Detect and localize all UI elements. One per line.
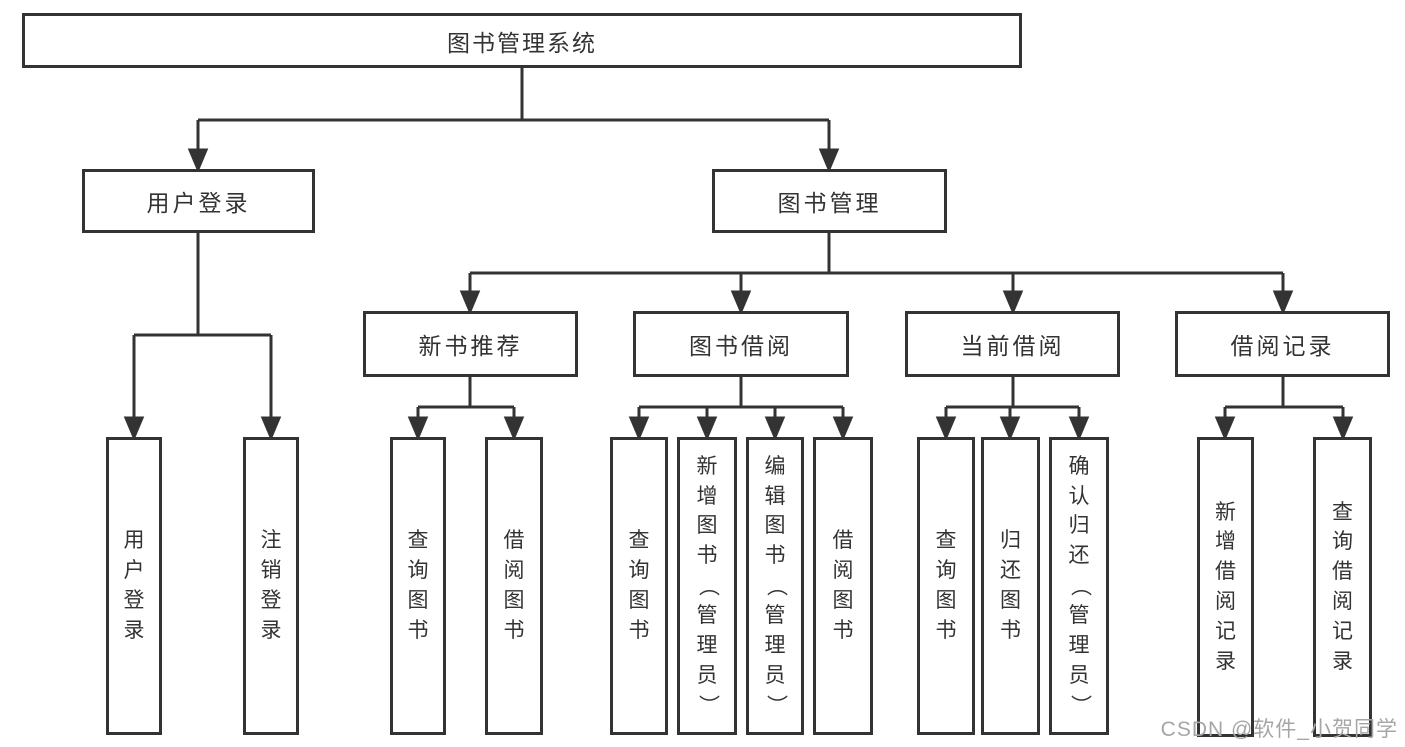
leaf-edit-books-admin: 编辑图书（管理员）	[746, 437, 804, 735]
node-label: 借阅记录	[1230, 333, 1335, 359]
node-label: 用户登录	[123, 529, 145, 642]
node-label: 查询图书	[628, 529, 650, 642]
node-label: 确认归还（管理员）	[1067, 454, 1091, 716]
arrow-down-icon	[1068, 416, 1090, 441]
leaf-logout: 注销登录	[243, 437, 299, 735]
leaf-confirm-return-admin: 确认归还（管理员）	[1049, 437, 1109, 735]
arrow-down-icon	[260, 416, 282, 441]
node-label: 编辑图书（管理员）	[763, 454, 787, 716]
node-label: 查询图书	[935, 529, 957, 642]
arrow-down-icon	[123, 416, 145, 441]
node-label: 查询图书	[407, 529, 429, 642]
arrow-down-icon	[999, 416, 1021, 441]
leaf-borrow-books: 借阅图书	[813, 437, 873, 735]
leaf-borrow-books-recommend: 借阅图书	[485, 437, 543, 735]
leaf-query-borrow-record: 查询借阅记录	[1313, 437, 1372, 737]
node-label: 借阅图书	[832, 529, 854, 642]
connector-user-login-to-leaves	[123, 233, 282, 441]
csdn-watermark: CSDN @软件_小贺同学	[1160, 718, 1398, 741]
arrow-down-icon	[818, 148, 840, 173]
node-label: 归还图书	[1000, 529, 1021, 642]
arrow-down-icon	[696, 416, 718, 441]
node-label: 借阅图书	[503, 529, 525, 642]
node-new-book-recommend: 新书推荐	[363, 311, 578, 377]
arrow-down-icon	[459, 290, 481, 315]
arrow-down-icon	[1332, 416, 1354, 441]
node-root-system: 图书管理系统	[22, 13, 1022, 68]
arrow-down-icon	[187, 148, 209, 173]
node-book-borrow: 图书借阅	[633, 311, 849, 377]
node-label: 当前借阅	[960, 333, 1065, 359]
node-label: 注销登录	[260, 529, 282, 642]
arrow-down-icon	[832, 416, 854, 441]
connector-borrow-record-to-leaves	[1214, 377, 1354, 441]
node-borrow-record: 借阅记录	[1175, 311, 1390, 377]
arrow-down-icon	[764, 416, 786, 441]
arrow-down-icon	[1002, 290, 1024, 315]
connector-root-to-level2	[187, 68, 840, 173]
arrow-down-icon	[935, 416, 957, 441]
node-label: 新增借阅记录	[1215, 500, 1236, 673]
connector-current-borrow-to-leaves	[935, 377, 1090, 441]
leaf-add-books-admin: 新增图书（管理员）	[677, 437, 737, 735]
connector-book-mgmt-to-level3	[459, 233, 1294, 315]
node-label: 图书管理	[777, 190, 882, 216]
leaf-user-login: 用户登录	[106, 437, 162, 735]
arrow-down-icon	[1272, 290, 1294, 315]
arrow-down-icon	[503, 416, 525, 441]
leaf-query-books-current: 查询图书	[917, 437, 975, 735]
node-label: 图书管理系统	[447, 29, 597, 56]
connector-new-book-to-leaves	[407, 377, 525, 441]
leaf-query-books-recommend: 查询图书	[390, 437, 446, 735]
leaf-add-borrow-record: 新增借阅记录	[1197, 437, 1254, 737]
node-label: 图书借阅	[689, 333, 793, 359]
node-book-management: 图书管理	[712, 169, 947, 233]
leaf-query-books-borrow: 查询图书	[610, 437, 668, 735]
node-label: 用户登录	[146, 190, 251, 216]
arrow-down-icon	[1214, 416, 1236, 441]
node-current-borrow: 当前借阅	[905, 311, 1120, 377]
node-label: 查询借阅记录	[1332, 500, 1353, 673]
leaf-return-books: 归还图书	[981, 437, 1040, 735]
node-user-login: 用户登录	[82, 169, 315, 233]
node-label: 新书推荐	[418, 333, 523, 359]
arrow-down-icon	[628, 416, 650, 441]
arrow-down-icon	[407, 416, 429, 441]
node-label: 新增图书（管理员）	[695, 454, 719, 716]
arrow-down-icon	[730, 290, 752, 315]
connector-book-borrow-to-leaves	[628, 377, 854, 441]
